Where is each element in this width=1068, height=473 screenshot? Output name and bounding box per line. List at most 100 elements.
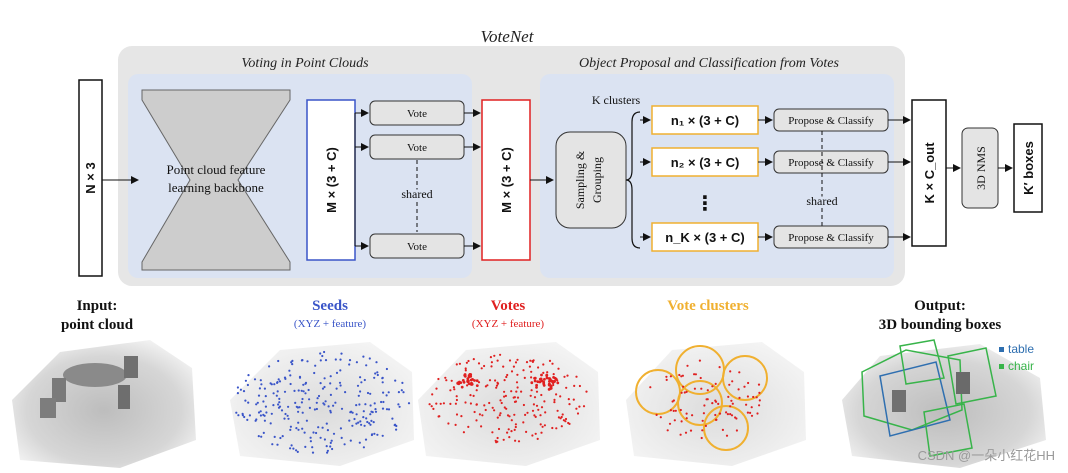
backbone-block xyxy=(141,89,291,271)
vote-clusters-image xyxy=(626,342,806,466)
cloud-point xyxy=(453,388,456,391)
cloud-point xyxy=(543,424,547,427)
cloud-point xyxy=(370,410,373,413)
cloud-point xyxy=(315,407,318,411)
cloud-point xyxy=(260,383,263,386)
cloud-point xyxy=(497,427,501,431)
cloud-point xyxy=(246,383,249,387)
cloud-point xyxy=(394,423,397,426)
cloud-point xyxy=(259,379,262,382)
seeds-subtitle: (XYZ + feature) xyxy=(294,318,367,330)
cloud-point xyxy=(556,409,559,412)
cloud-point xyxy=(359,420,362,423)
cloud-point xyxy=(464,367,467,370)
cloud-point xyxy=(555,427,558,430)
cloud-point xyxy=(507,428,510,431)
cloud-point xyxy=(339,358,342,361)
cloud-point xyxy=(280,409,284,412)
cloud-point xyxy=(564,420,567,423)
cloud-point xyxy=(283,376,287,379)
cloud-point xyxy=(454,402,457,405)
cloud-point xyxy=(276,443,279,446)
cloud-point xyxy=(321,354,324,358)
cloud-point xyxy=(362,416,365,419)
cloud-point xyxy=(700,387,703,390)
cloud-point xyxy=(557,416,561,419)
cloud-point xyxy=(533,376,536,380)
cloud-point xyxy=(566,374,569,377)
cloud-point xyxy=(311,451,315,454)
cloud-point xyxy=(263,387,266,390)
cloud-point xyxy=(275,394,278,397)
diagram-title: VoteNet xyxy=(481,27,535,46)
cloud-point xyxy=(701,429,704,432)
cloud-point xyxy=(568,403,571,406)
cloud-point xyxy=(365,364,368,367)
cloud-point xyxy=(273,383,276,386)
cloud-point xyxy=(324,400,327,403)
cloud-point xyxy=(503,390,506,393)
cloud-point xyxy=(564,417,568,421)
cloud-point xyxy=(715,418,718,421)
cloud-point xyxy=(530,376,533,379)
cloud-point xyxy=(493,409,496,412)
cloud-point xyxy=(294,401,297,404)
cloud-point xyxy=(467,359,470,363)
cloud-point xyxy=(255,403,258,406)
cloud-point xyxy=(528,365,532,368)
cloud-point xyxy=(314,364,317,367)
cloud-point xyxy=(385,367,388,371)
cloud-point xyxy=(278,401,281,404)
cloud-point xyxy=(370,419,373,422)
cloud-point xyxy=(319,382,322,385)
cloud-point xyxy=(439,402,442,405)
cloud-point xyxy=(353,417,356,421)
cloud-point xyxy=(442,402,445,405)
cloud-point xyxy=(452,386,455,389)
cloud-point xyxy=(524,413,527,416)
cloud-point xyxy=(572,398,575,401)
cloud-point xyxy=(395,428,398,431)
cloud-point xyxy=(360,381,363,384)
cloud-point xyxy=(462,380,466,384)
cloud-point xyxy=(488,401,491,405)
cluster-dim-k: n_K × (3 + C) xyxy=(665,230,744,245)
vote-label: Vote xyxy=(407,108,427,120)
cloud-point xyxy=(510,419,513,422)
cloud-point xyxy=(263,419,266,422)
cloud-point xyxy=(686,364,689,367)
cloud-point xyxy=(355,422,358,425)
cloud-point xyxy=(496,359,499,362)
cloud-point xyxy=(279,436,282,440)
cloud-point xyxy=(376,433,379,436)
cluster-box-k xyxy=(651,222,759,252)
cloud-point xyxy=(506,431,509,434)
cloud-point xyxy=(552,376,555,379)
cloud-point xyxy=(659,416,662,419)
cloud-point xyxy=(264,395,267,398)
cloud-point xyxy=(475,384,479,387)
cloud-point xyxy=(236,386,239,389)
cloud-point xyxy=(545,373,549,377)
legend-chair-label: chair xyxy=(1008,359,1034,373)
input-title-1: Input: xyxy=(77,298,118,314)
cloud-point xyxy=(297,389,300,392)
votes-point-cloud-image xyxy=(418,342,600,466)
cloud-point xyxy=(272,392,275,395)
cloud-point xyxy=(679,433,682,436)
cloud-point xyxy=(300,389,303,392)
cloud-point xyxy=(357,394,360,397)
cloud-point xyxy=(301,411,304,414)
cloud-point xyxy=(244,379,247,382)
cloud-point xyxy=(236,392,239,395)
cloud-point xyxy=(326,449,329,452)
cloud-point xyxy=(334,358,337,361)
cloud-point xyxy=(373,376,376,379)
cloud-point xyxy=(685,417,688,420)
cloud-point xyxy=(503,379,506,382)
cloud-point xyxy=(444,376,447,379)
cloud-point xyxy=(387,391,390,394)
cloud-point xyxy=(702,412,706,415)
cloud-point xyxy=(506,414,510,417)
cloud-point xyxy=(506,373,509,377)
